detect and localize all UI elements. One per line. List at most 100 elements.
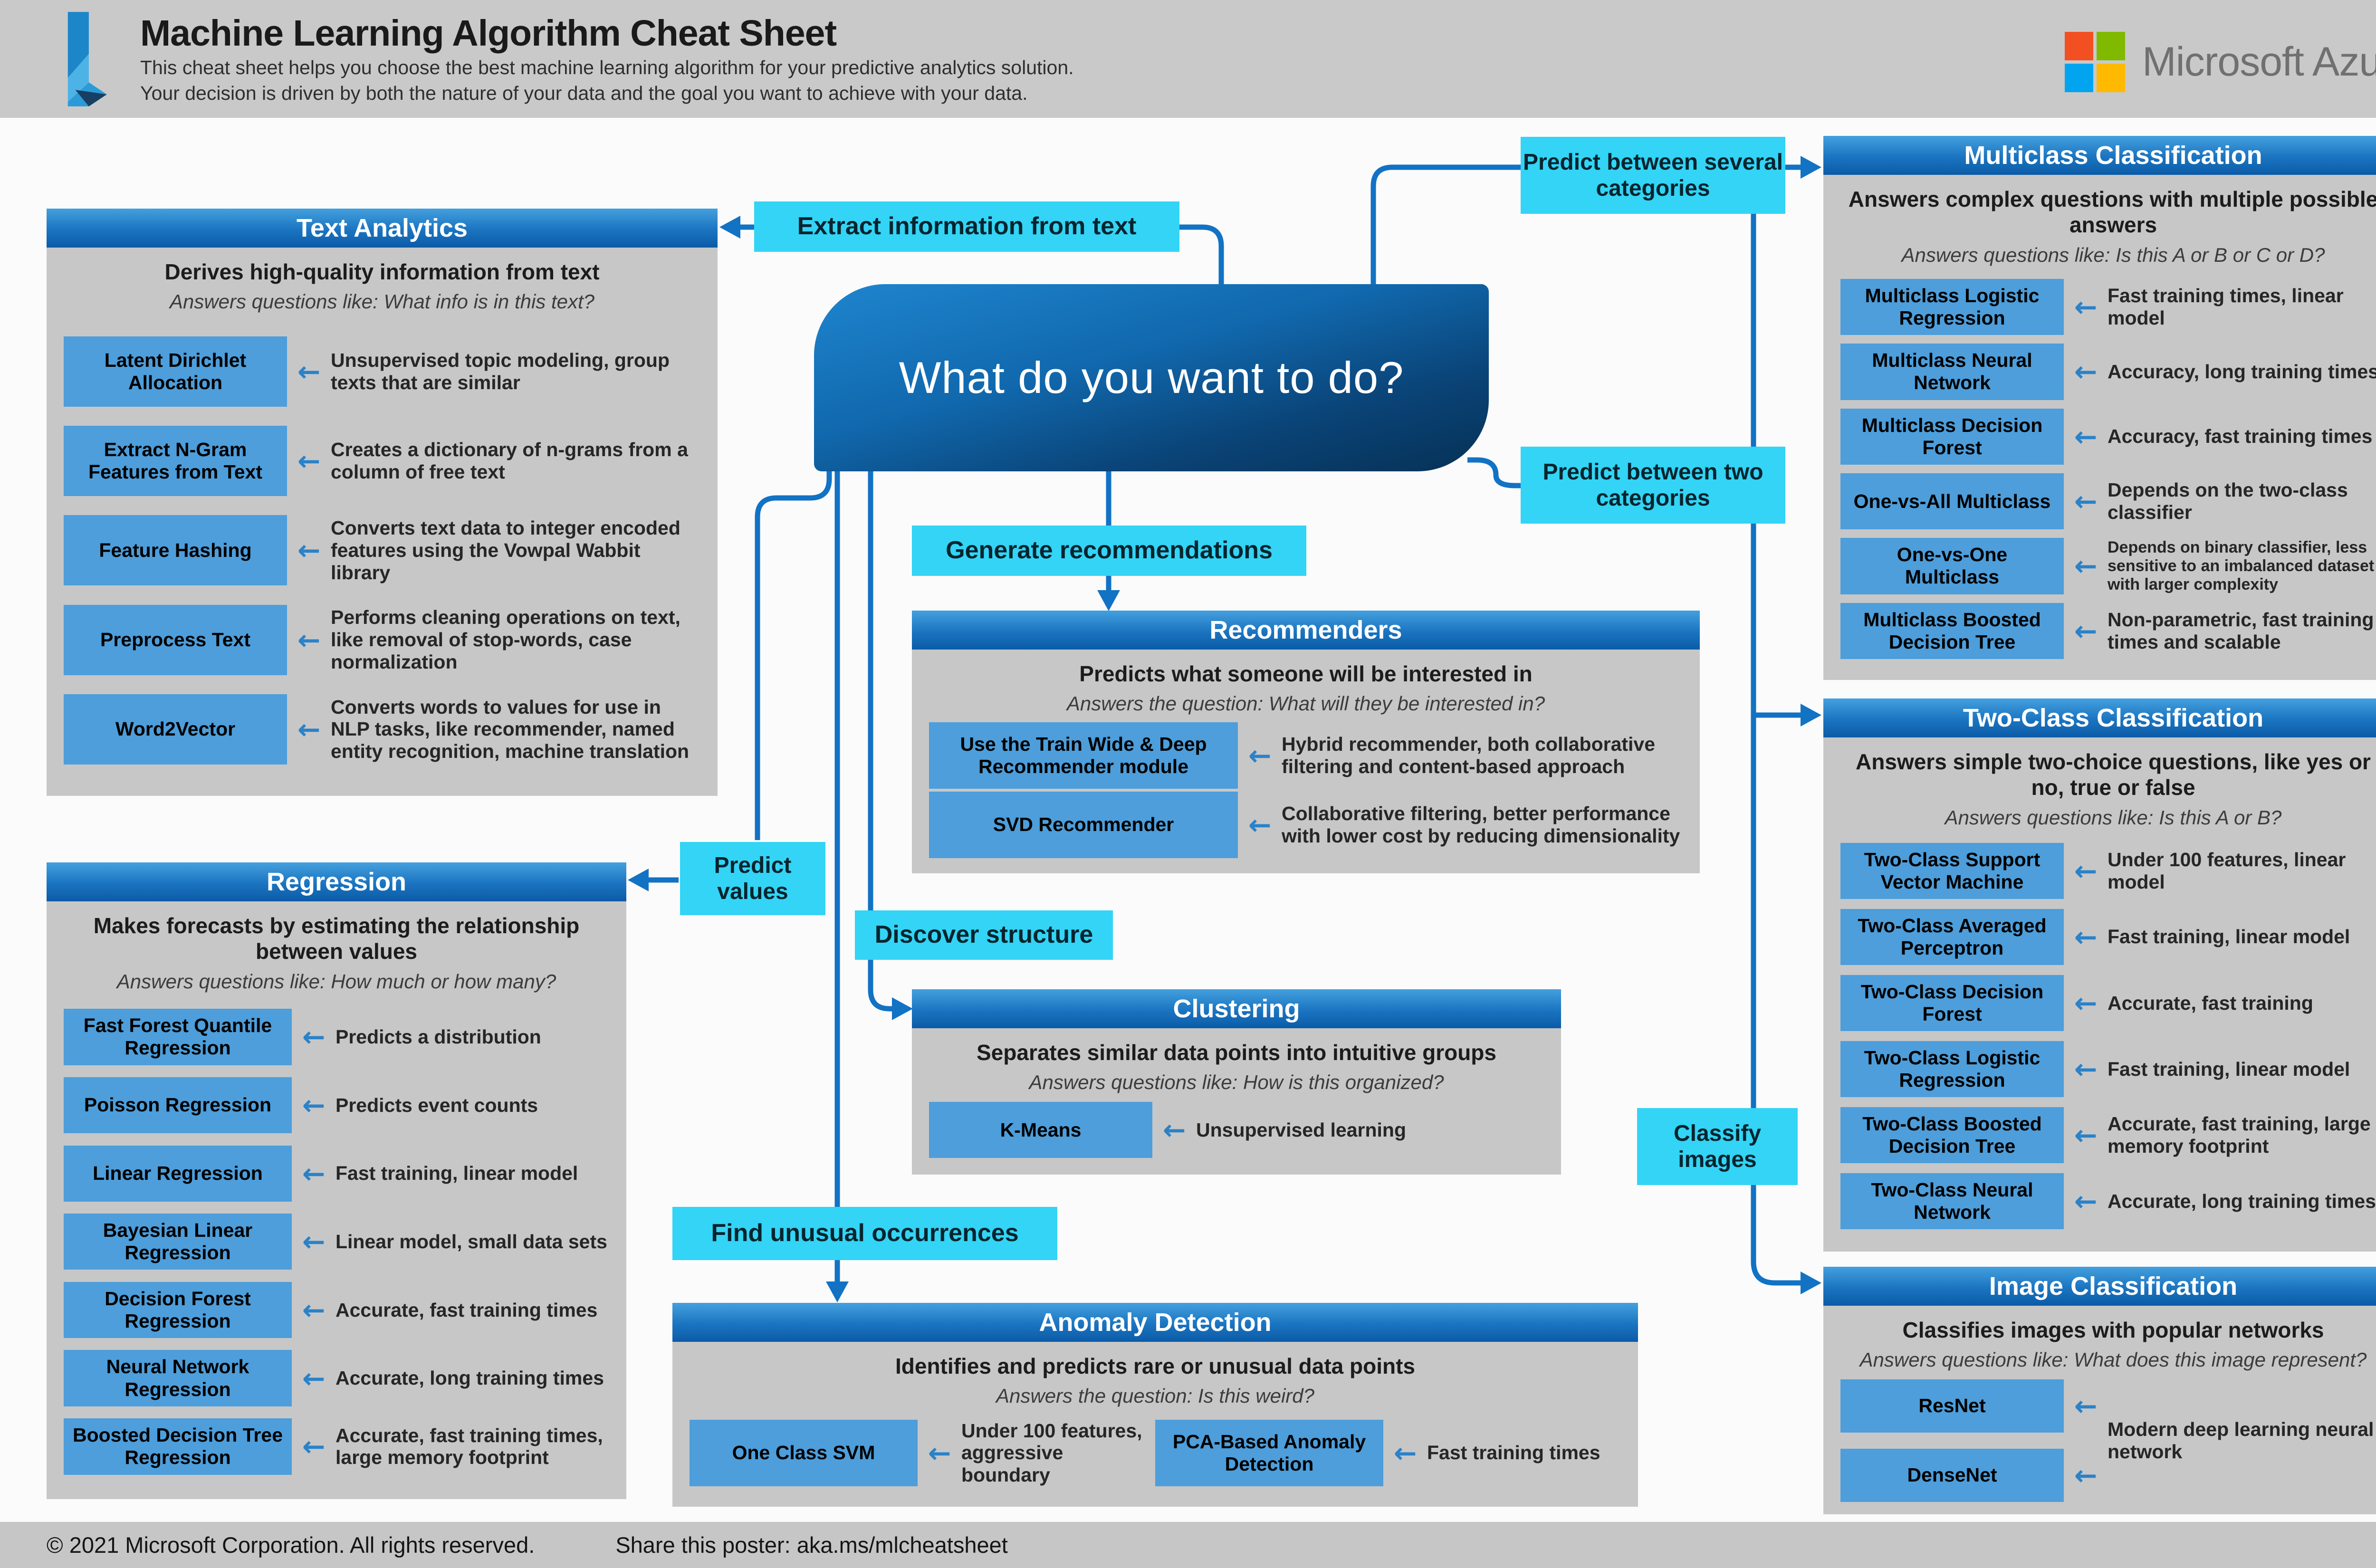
algorithm-box: Multiclass Neural Network	[1840, 344, 2064, 400]
page-subtitle-line1: This cheat sheet helps you choose the be…	[140, 57, 1074, 78]
panel-title: Text Analytics	[47, 209, 718, 248]
panel-title: Two-Class Classification	[1823, 698, 2376, 737]
algorithm-box: Two-Class Neural Network	[1840, 1173, 2064, 1230]
algorithm-row: Poisson Regression←Predicts event counts	[64, 1077, 609, 1134]
panel-body: Identifies and predicts rare or unusual …	[672, 1342, 1638, 1507]
ms-square-red	[2065, 31, 2093, 60]
flow-label-find-unusual-occurrences: Find unusual occurrences	[672, 1207, 1057, 1260]
algorithm-description: Accurate, long training times	[2108, 1190, 2376, 1212]
microsoft-azure-logo: Microsoft Azure	[2065, 31, 2376, 92]
panel-title: Clustering	[912, 989, 1561, 1028]
algorithm-description: Depends on the two-class classifier	[2108, 479, 2348, 524]
flow-label-classify-images: Classify images	[1637, 1108, 1798, 1185]
left-arrow-icon: ←	[2074, 550, 2098, 583]
left-arrow-icon: ←	[2074, 1185, 2098, 1218]
algorithm-description: Unsupervised learning	[1196, 1119, 1407, 1141]
brand-text: Microsoft Azure	[2142, 38, 2376, 85]
algorithm-box: Extract N-Gram Features from Text	[64, 426, 287, 497]
algorithm-description: Accurate, fast training times	[335, 1299, 598, 1321]
panel-body: Predicts what someone will be interested…	[912, 650, 1700, 873]
algorithm-description: Linear model, small data sets	[335, 1230, 607, 1252]
microsoft-squares-icon	[2065, 31, 2125, 92]
algorithm-box: PCA-Based Anomaly Detection	[1155, 1419, 1383, 1486]
algorithm-description: Accuracy, fast training times	[2108, 425, 2373, 448]
algorithm-row: Latent Dirichlet Allocation←Unsupervised…	[64, 336, 700, 407]
algorithm-box: Two-Class Logistic Regression	[1840, 1041, 2064, 1098]
algorithm-description: Fast training, linear model	[2108, 926, 2350, 948]
algorithm-box: One Class SVM	[690, 1419, 918, 1486]
algorithm-box: Multiclass Decision Forest	[1840, 408, 2064, 465]
algorithm-description: Unsupervised topic modeling, group texts…	[331, 349, 670, 393]
algorithm-description: Accurate, fast training	[2108, 992, 2313, 1014]
footer-bar: © 2021 Microsoft Corporation. All rights…	[0, 1522, 2376, 1568]
algorithm-row: Boosted Decision Tree Regression←Accurat…	[64, 1418, 609, 1475]
algorithm-box: Two-Class Boosted Decision Tree	[1840, 1107, 2064, 1164]
algorithm-description: Accurate, long training times	[335, 1367, 604, 1389]
algorithm-row: PCA-Based Anomaly Detection←Fast trainin…	[1155, 1419, 1621, 1486]
left-arrow-icon: ←	[302, 1293, 326, 1326]
algorithm-box: Two-Class Averaged Perceptron	[1840, 908, 2064, 965]
panel-title: Multiclass Classification	[1823, 136, 2376, 175]
algorithm-row: Multiclass Boosted Decision Tree←Non-par…	[1840, 602, 2376, 659]
left-arrow-icon: ←	[297, 355, 321, 388]
algorithm-row: Decision Forest Regression ← Accurate, fas…	[64, 1281, 609, 1339]
algorithm-box: Bayesian Linear Regression	[64, 1213, 292, 1270]
left-arrow-icon: ←	[2074, 485, 2098, 518]
algorithm-description: Converts words to values for use in NLP …	[331, 696, 690, 763]
algorithm-box: Decision Forest Regression	[64, 1281, 292, 1339]
algorithm-row: Two-Class Boosted Decision Tree←Accurate…	[1840, 1107, 2376, 1164]
algorithm-row: Two-Class Neural Network ← Accurate, long …	[1840, 1173, 2376, 1230]
left-arrow-icon: ←	[297, 623, 321, 656]
panel-title: Recommenders	[912, 611, 1700, 650]
algorithm-box: One-vs-One Multiclass	[1840, 538, 2064, 594]
left-arrow-icon: ←	[302, 1362, 326, 1395]
panel-subtitle: Answers simple two-choice questions, lik…	[1856, 749, 2371, 800]
panel-question: Answers questions like: Is this A or B o…	[1901, 243, 2325, 266]
algorithm-box: Use the Train Wide & Deep Recommender mo…	[929, 722, 1238, 789]
panel-question: Answers the question: Is this weird?	[996, 1385, 1314, 1407]
panel-subtitle: Derives high-quality information from te…	[164, 259, 600, 284]
header-bar: Machine Learning Algorithm Cheat Sheet T…	[0, 0, 2376, 118]
panel-subtitle: Makes forecasts by estimating the relati…	[93, 913, 580, 964]
algorithm-row: One-vs-One Multiclass←Depends on binary …	[1840, 538, 2376, 594]
ms-square-green	[2097, 31, 2125, 60]
algorithm-box: SVD Recommender	[929, 791, 1238, 858]
panel-body: Answers complex questions with multiple …	[1823, 175, 2376, 680]
panel-items: Multiclass Logistic Regression←Fast trai…	[1840, 270, 2376, 668]
ms-square-blue	[2065, 63, 2093, 92]
left-arrow-icon: ←	[2074, 920, 2098, 953]
page-subtitle-line2: Your decision is driven by both the natu…	[140, 82, 1028, 105]
title-block: Machine Learning Algorithm Cheat Sheet T…	[140, 12, 1074, 106]
algorithm-description: Accuracy, long training times	[2108, 361, 2376, 383]
left-arrow-icon: ←	[2074, 614, 2098, 647]
algorithm-row: Bayesian Linear Regression←Linear model,…	[64, 1213, 609, 1270]
algorithm-box: Fast Forest Quantile Regression	[64, 1009, 292, 1065]
algorithm-box: Multiclass Boosted Decision Tree	[1840, 602, 2064, 659]
algorithm-row: Multiclass Neural Network←Accuracy, long…	[1840, 344, 2376, 400]
algorithm-box: Multiclass Logistic Regression	[1840, 278, 2064, 335]
root-question-text: What do you want to do?	[899, 353, 1404, 402]
left-arrow-icon: ←	[1393, 1436, 1417, 1469]
algorithm-row: Neural Network Regression←Accurate, long…	[64, 1350, 609, 1406]
algorithm-box: Preprocess Text	[64, 604, 287, 675]
algorithm-box: Feature Hashing	[64, 515, 287, 586]
algorithm-row: Linear Regression←Fast training, linear …	[64, 1145, 609, 1202]
ms-square-yellow	[2097, 63, 2125, 92]
panel-question: Answers questions like: How is this orga…	[1029, 1071, 1444, 1094]
left-arrow-icon: ←	[302, 1157, 326, 1190]
left-arrow-icon: ←	[1248, 739, 1272, 772]
left-arrow-icon: ←	[2074, 420, 2098, 453]
panel-items: K-Means←Unsupervised learning	[929, 1098, 1544, 1162]
algorithm-row: Use the Train Wide & Deep Recommender mo…	[929, 722, 1683, 789]
flow-label-generate-recommendations: Generate recommendations	[912, 526, 1306, 576]
left-arrow-icon: ←	[302, 1021, 326, 1053]
algorithm-description: Fast training, linear model	[335, 1162, 578, 1185]
panel-subtitle: Classifies images with popular networks	[1902, 1318, 2324, 1342]
left-arrow-icon: ←	[1162, 1114, 1186, 1147]
left-arrow-icon: ←	[928, 1436, 951, 1469]
algorithm-description: Hybrid recommender, both collaborative f…	[1282, 733, 1656, 777]
